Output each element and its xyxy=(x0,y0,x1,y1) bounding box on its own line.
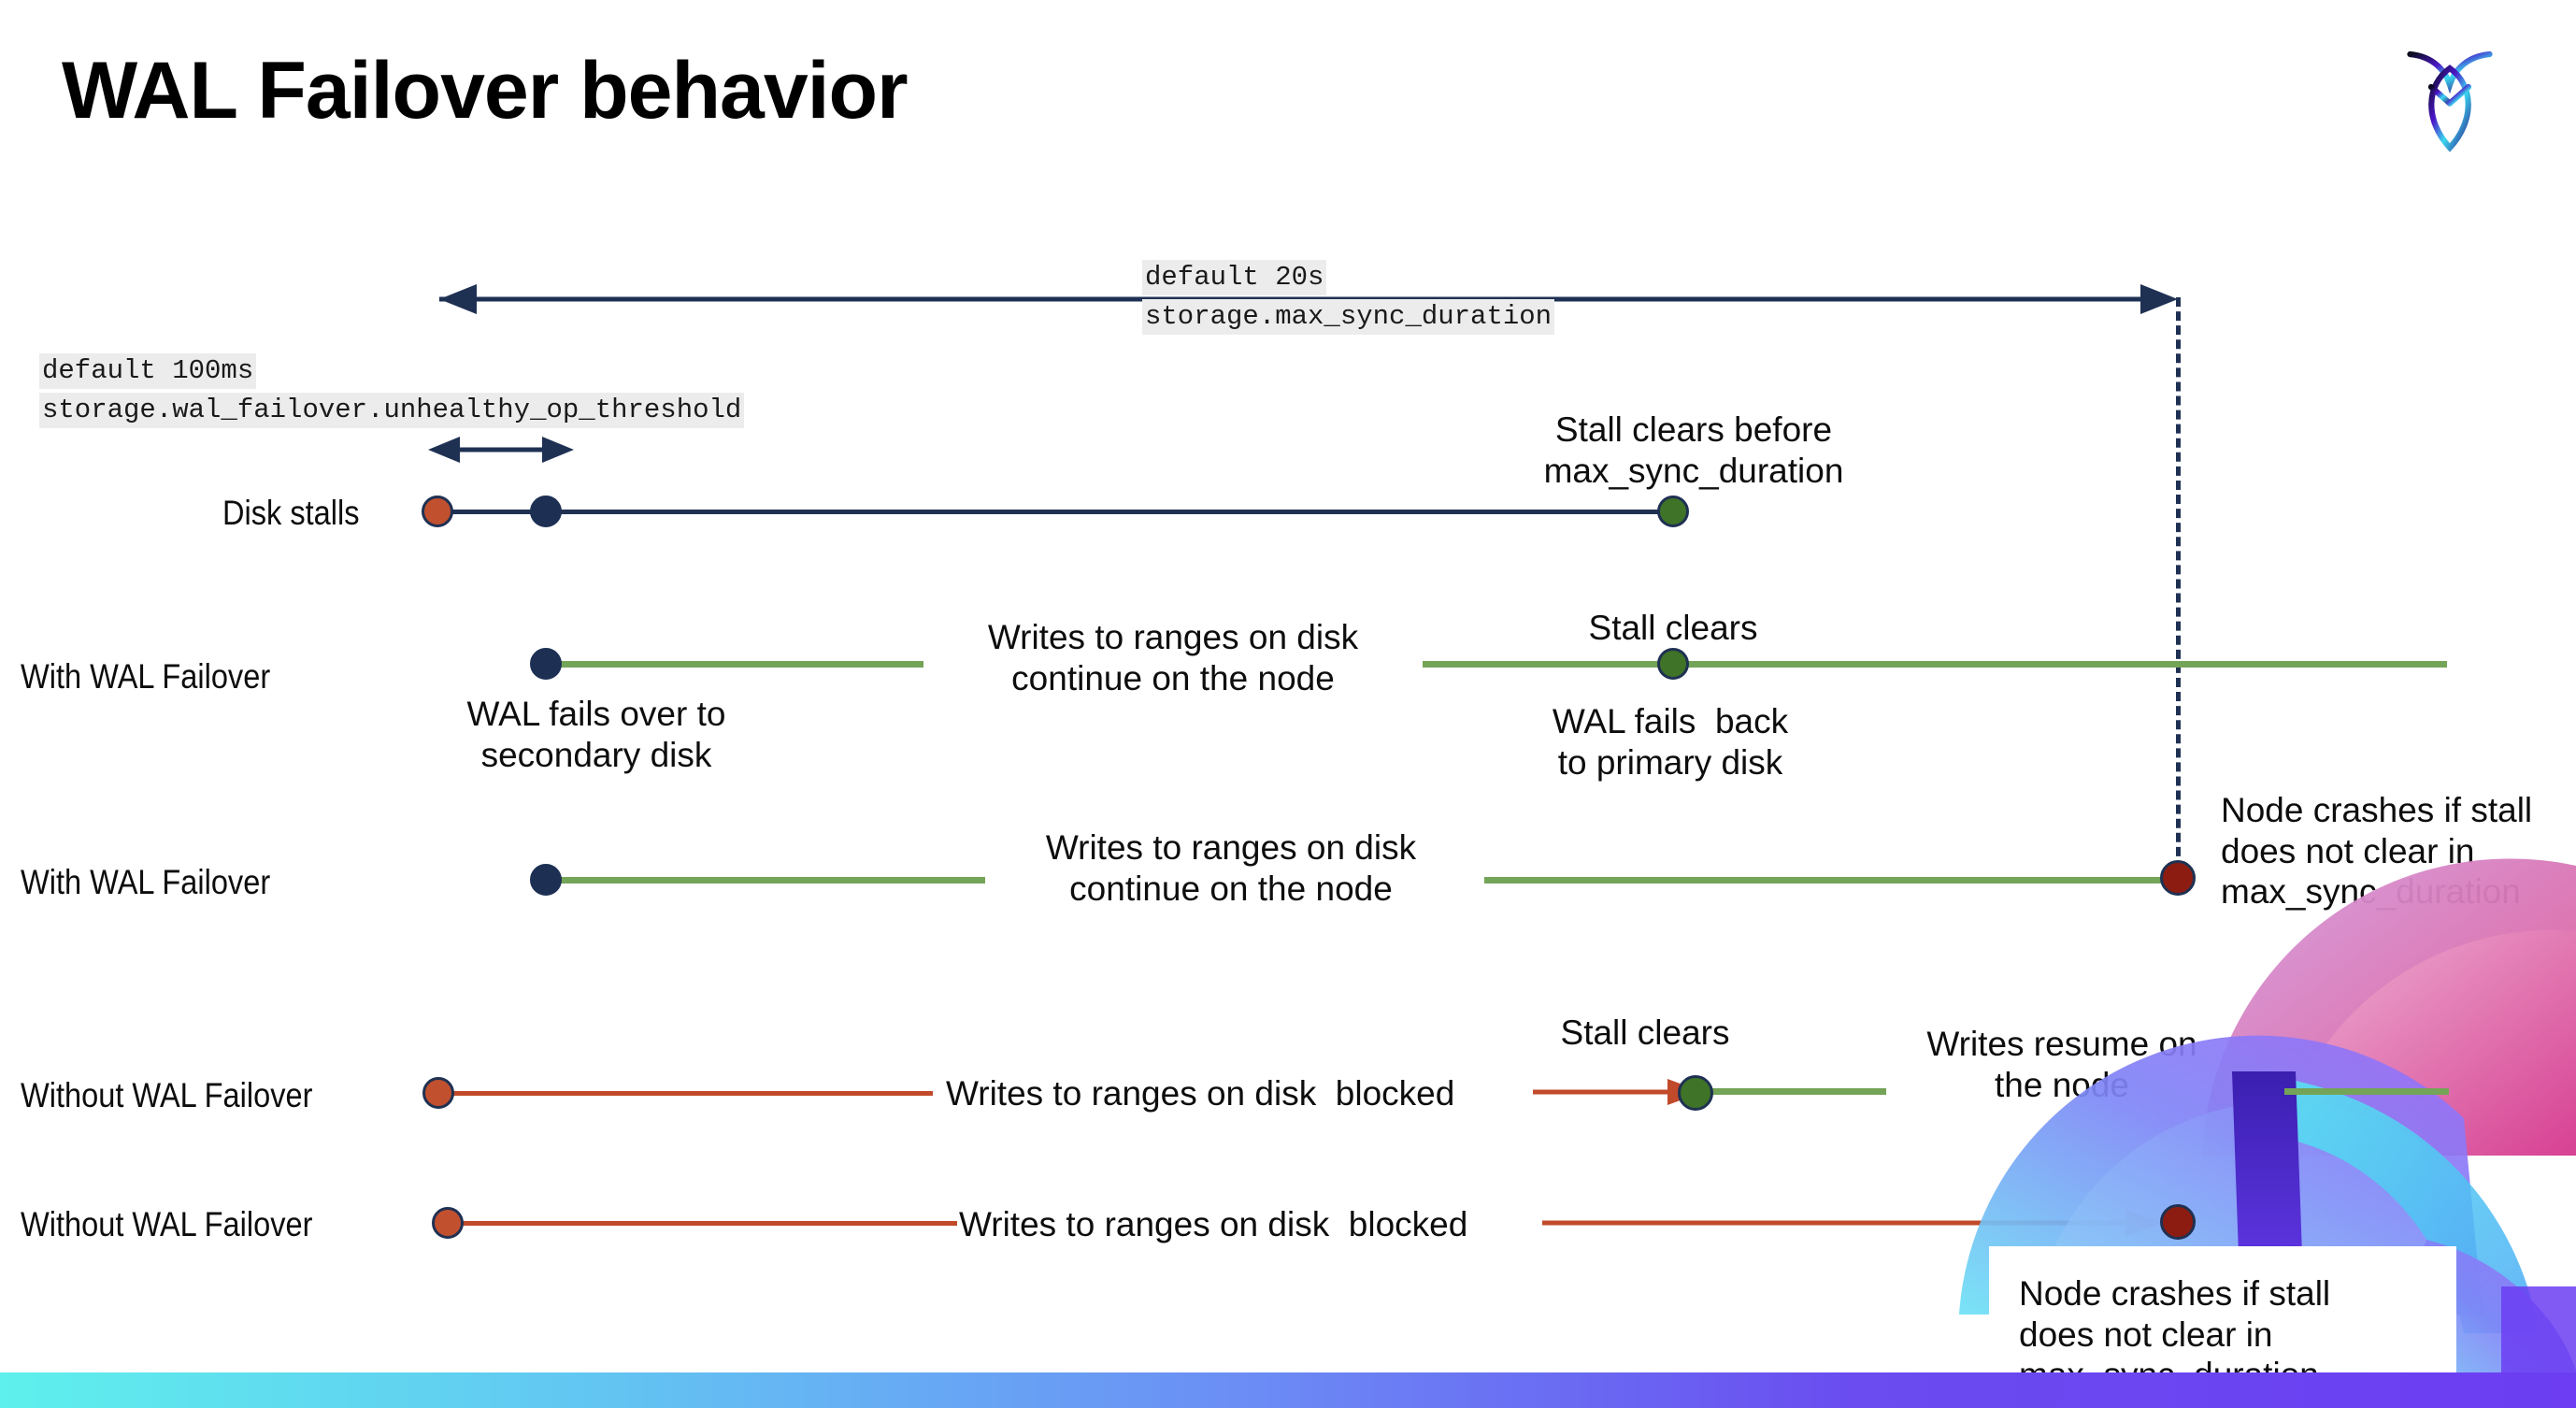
without-failover-2-crash-dot xyxy=(2160,1204,2196,1240)
max-sync-duration-guide-line xyxy=(2176,297,2181,884)
with-failover-2-timeline-right xyxy=(1484,877,2176,884)
row-label-with-wal-failover-2: With WAL Failover xyxy=(21,863,271,901)
disk-stall-start-dot xyxy=(422,496,453,527)
with-failover-2-crash-dot xyxy=(2160,860,2196,896)
note-node-crashes-1: Node crashes if stall does not clear in … xyxy=(2221,791,2533,912)
without-failover-2-stall-start-dot xyxy=(432,1207,464,1239)
without-failover-2-blocked-line xyxy=(447,1221,957,1226)
note-writes-continue-1: Writes to ranges on disk continue on the… xyxy=(987,618,1359,697)
max-sync-setting-label: storage.max_sync_duration xyxy=(1142,299,1555,336)
note-writes-blocked-1: Writes to ranges on disk blocked xyxy=(946,1074,1455,1113)
note-stall-clears-2: Stall clears xyxy=(1560,1013,1730,1052)
note-writes-blocked-2: Writes to ranges on disk blocked xyxy=(959,1205,1468,1243)
row-label-without-wal-failover-2: Without WAL Failover xyxy=(21,1205,313,1243)
disk-stall-clears-dot xyxy=(1657,496,1689,527)
note-wal-fails-over: WAL fails over to secondary disk xyxy=(466,695,726,774)
unhealthy-threshold-arrow xyxy=(428,437,574,463)
note-stall-clears-1: Stall clears xyxy=(1588,609,1758,647)
with-failover-1-timeline-right xyxy=(1423,661,2447,668)
note-writes-continue-2: Writes to ranges on disk continue on the… xyxy=(1045,828,1417,908)
with-failover-1-stall-clears-dot xyxy=(1657,648,1689,680)
without-failover-1-stall-start-dot xyxy=(422,1077,454,1109)
without-failover-2-arrow xyxy=(1542,1209,2163,1237)
disk-stalls-timeline xyxy=(437,510,1681,514)
row-label-with-wal-failover-1: With WAL Failover xyxy=(21,657,271,696)
row-label-disk-stalls: Disk stalls xyxy=(222,494,360,532)
with-failover-2-timeline-left xyxy=(546,877,985,884)
note-stall-clears-before-max-sync: Stall clears before max_sync_duration xyxy=(1543,410,1844,490)
bottom-gradient-bar xyxy=(0,1372,2576,1408)
unhealthy-threshold-setting-label: storage.wal_failover.unhealthy_op_thresh… xyxy=(39,393,745,429)
with-failover-2-failover-dot xyxy=(530,864,562,896)
without-failover-1-stall-clears-dot xyxy=(1678,1075,1713,1111)
without-failover-1-resume-line xyxy=(1709,1088,1886,1095)
without-failover-1-resume-line-overlay xyxy=(2284,1088,2449,1095)
with-failover-1-timeline-left xyxy=(546,661,923,668)
with-failover-1-failover-dot xyxy=(530,648,562,680)
note-wal-fails-back: WAL fails back to primary disk xyxy=(1552,702,1789,782)
page-title: WAL Failover behavior xyxy=(62,46,909,136)
row-label-without-wal-failover-1: Without WAL Failover xyxy=(21,1076,313,1114)
without-failover-1-blocked-line xyxy=(437,1091,933,1096)
disk-stall-threshold-dot xyxy=(530,496,562,527)
unhealthy-threshold-default-label: default 100ms xyxy=(39,353,257,390)
cockroachdb-logo-icon xyxy=(2380,26,2520,166)
note-writes-resume: Writes resume on the node xyxy=(1926,1025,2197,1104)
max-sync-default-label: default 20s xyxy=(1142,260,1327,296)
